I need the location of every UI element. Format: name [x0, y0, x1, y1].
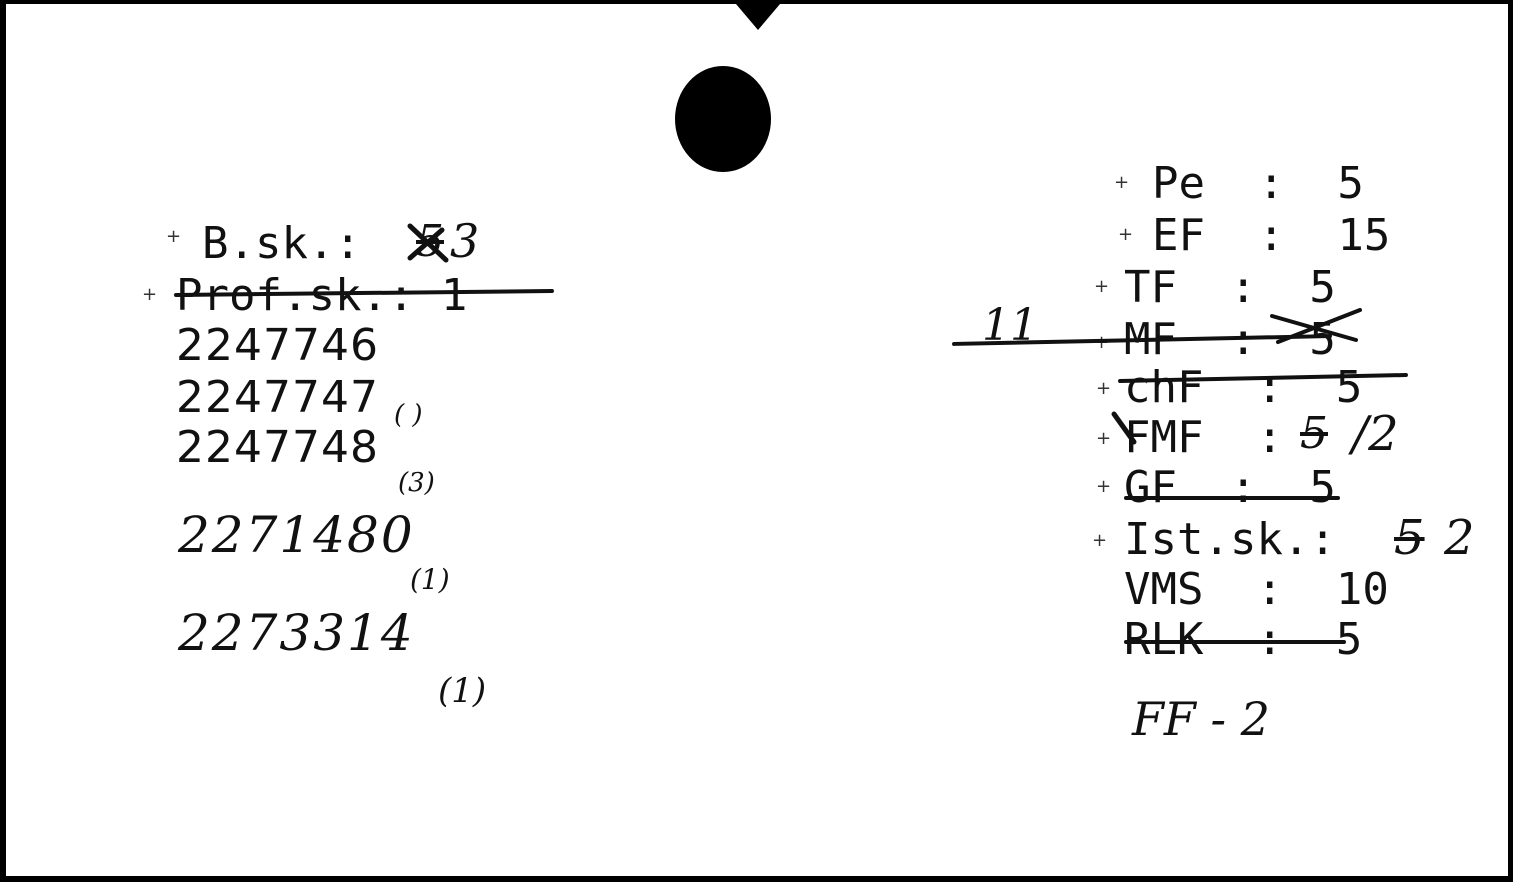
vms-line: VMS : 10	[1124, 564, 1389, 615]
tick-mark: +	[1092, 530, 1108, 551]
gf-strike	[1124, 496, 1340, 500]
b-sk-label: B.sk.:	[202, 218, 388, 269]
chf-line: chF : 5	[1124, 362, 1363, 413]
rlk-line: RLK : 5	[1124, 614, 1363, 665]
card-number-2: 2247747	[176, 372, 379, 423]
bracket-mark-3: (1)	[410, 563, 450, 596]
tick-mark: +	[142, 284, 158, 305]
fmf-old-value: 5	[1300, 408, 1328, 459]
card-notch	[736, 4, 780, 30]
bracket-mark-2: (3)	[398, 468, 435, 498]
fmf-label: FMF :	[1124, 412, 1336, 463]
b-sk-old-value: 5	[416, 216, 444, 267]
handwritten-number-2: 2273314	[178, 604, 415, 662]
pe-line: Pe : 5	[1152, 158, 1364, 209]
ff-note: FF - 2	[1132, 692, 1270, 746]
gf-line: GF : 5	[1124, 462, 1336, 513]
punch-hole	[675, 66, 771, 172]
tick-mark: +	[1114, 172, 1130, 193]
index-card: + + + + + + + + + + B.sk.: 5 3 Prof.sk.:…	[6, 4, 1508, 876]
ist-sk-old-value: 5	[1394, 510, 1425, 566]
bracket-mark-4: (1)	[438, 671, 487, 711]
tick-mark: +	[166, 226, 182, 247]
bracket-mark-1: ( )	[394, 400, 423, 430]
tick-mark: +	[1118, 224, 1134, 245]
fmf-new-value: /2	[1352, 406, 1399, 462]
ist-sk-label: Ist.sk.:	[1124, 514, 1336, 565]
tf-line: TF : 5	[1124, 262, 1336, 313]
card-number-1: 2247746	[176, 320, 379, 371]
ef-line: EF : 15	[1152, 210, 1391, 261]
rlk-strike	[1124, 640, 1346, 644]
b-sk-new-value: 3	[450, 214, 480, 268]
handwritten-number-1: 2271480	[178, 506, 415, 564]
tick-mark: +	[1094, 276, 1110, 297]
tick-mark: +	[1096, 428, 1112, 449]
ist-sk-new-value: 2	[1444, 510, 1475, 566]
card-number-3: 2247748	[176, 422, 379, 473]
tick-mark: +	[1096, 378, 1112, 399]
tick-mark: +	[1096, 476, 1112, 497]
